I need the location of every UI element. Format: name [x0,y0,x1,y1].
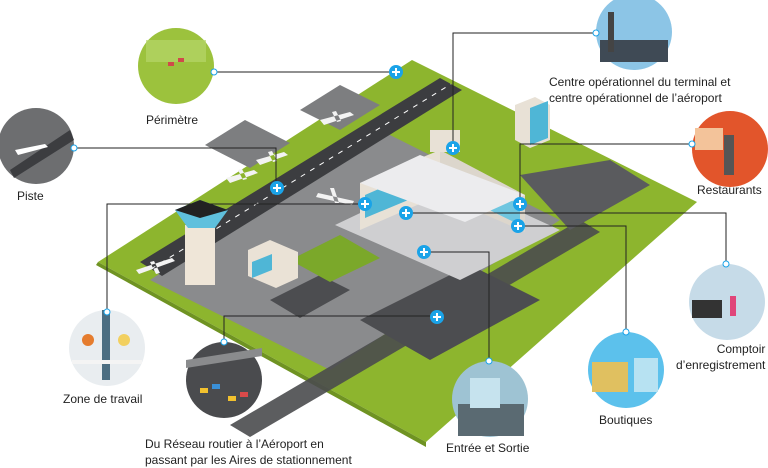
connector-piste [74,147,277,188]
connector-reseau [223,315,437,342]
connector-zone [106,203,365,310]
label-comptoir: Comptoir d’enregistrement [676,341,765,373]
control-tower-roof [175,200,228,218]
callout-centre[interactable] [592,0,672,70]
small-parking [270,275,350,318]
callout-restaurants[interactable] [688,111,768,187]
label-boutiques: Boutiques [599,413,653,427]
label-zone: Zone de travail [63,392,143,406]
airport-ground [96,60,697,447]
callout-reseau[interactable] [186,338,262,418]
connector-comptoir [406,212,727,264]
anchor-dot [622,328,630,336]
airplane-icon [316,188,354,205]
office-tower-glass [530,101,548,145]
connector-entree [424,251,490,361]
hotspot-perimetre[interactable] [389,65,403,79]
label-entree: Entrée et Sortie [446,441,530,455]
connector-restaurants [519,143,692,204]
connector-centre [452,32,596,148]
label-centre-line-1: Centre opérationnel du terminal et [549,75,731,89]
hotspot-centre[interactable] [446,141,460,155]
hotspot-piste[interactable] [270,181,284,195]
connector-boutiques [518,225,627,332]
hotspot-reseau[interactable] [430,310,444,324]
anchor-dot [722,260,730,268]
label-comptoir-line-2: d’enregistrement [676,358,766,372]
label-reseau-line-2: passant par les Aires de stationnement [145,453,352,467]
callout-boutiques[interactable] [588,328,664,408]
parking-lot [360,265,540,360]
connector-lines [74,32,727,361]
small-office-glass [252,254,272,278]
anchor-dot [70,144,78,152]
airplane-icon [320,111,354,125]
anchor-dot [592,29,600,37]
parking-stand-2 [300,85,380,130]
label-perimetre: Périmètre [146,113,199,127]
hotspot-boutiques[interactable] [511,219,525,233]
callout-entree[interactable] [452,357,528,437]
hotspot-restaurants[interactable] [513,197,527,211]
hotspot-comptoir[interactable] [399,206,413,220]
label-restaurants: Restaurants [697,183,762,197]
airplane-icon [226,169,258,183]
callout-perimetre[interactable] [138,28,218,104]
small-office [248,240,298,288]
airplane-icon [136,258,175,274]
anchor-dot [485,357,493,365]
label-centre-line-2: centre opérationnel de l’aéroport [549,91,722,105]
callout-circles [0,0,768,437]
callout-comptoir[interactable] [689,260,765,340]
label-centre: Centre opérationnel du terminal et centr… [549,74,730,106]
control-tower-shaft [185,225,215,285]
label-reseau-line-1: Du Réseau routier à l’Aéroport en [145,437,324,451]
hotspots [270,65,527,324]
anchor-dot [103,308,111,316]
airplane-icon [256,151,288,165]
courtyard [290,235,380,282]
hotspot-entree[interactable] [417,245,431,259]
label-reseau: Du Réseau routier à l’Aéroport en passan… [145,436,352,468]
parking-stand-1 [205,120,290,168]
anchor-dot [210,68,218,76]
anchor-dot [220,338,228,346]
terminal-roof [360,155,525,222]
loop-road [520,160,650,230]
label-comptoir-line-1: Comptoir [716,342,766,356]
callout-zone[interactable] [69,308,145,386]
callout-piste[interactable] [0,108,78,184]
airplane-icons [136,111,354,274]
anchor-dot [688,140,696,148]
hotspot-zone[interactable] [358,197,372,211]
label-piste: Piste [17,189,44,203]
